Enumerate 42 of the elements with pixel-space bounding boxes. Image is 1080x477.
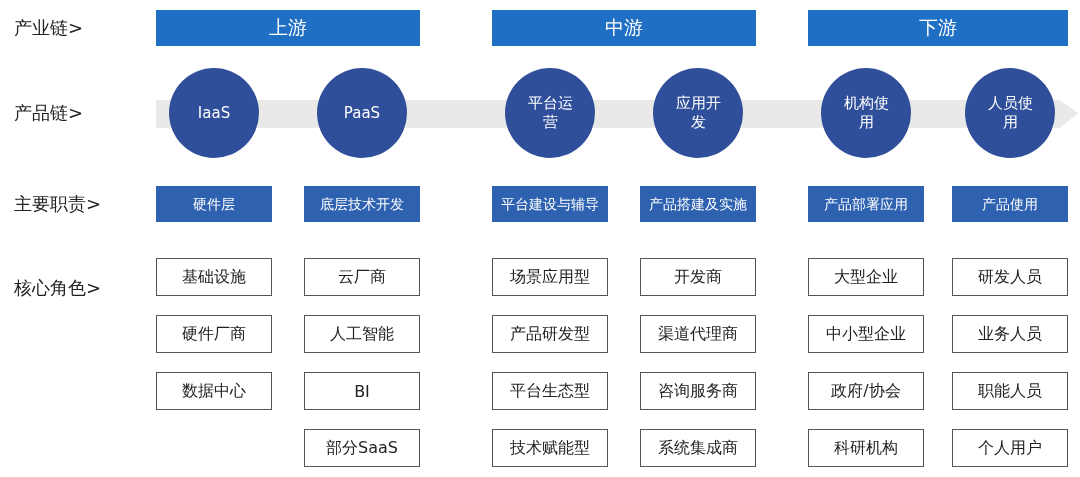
role-box: 研发人员: [952, 258, 1068, 296]
product-circle: PaaS: [317, 68, 407, 158]
stream-header-bar: 上游: [156, 10, 420, 46]
product-circle: IaaS: [169, 68, 259, 158]
row-label: 产业链>: [14, 16, 84, 40]
role-box: 平台生态型: [492, 372, 608, 410]
role-box: 开发商: [640, 258, 756, 296]
role-box: 职能人员: [952, 372, 1068, 410]
role-box: 基础设施: [156, 258, 272, 296]
role-box: 云厂商: [304, 258, 420, 296]
role-box: 场景应用型: [492, 258, 608, 296]
role-box: 政府/协会: [808, 372, 924, 410]
responsibility-box: 产品使用: [952, 186, 1068, 222]
product-circle: 应用开发: [653, 68, 743, 158]
responsibility-box: 底层技术开发: [304, 186, 420, 222]
role-box: 技术赋能型: [492, 429, 608, 467]
row-label: 产品链>: [14, 101, 84, 125]
responsibility-box: 平台建设与辅导: [492, 186, 608, 222]
role-box: 硬件厂商: [156, 315, 272, 353]
role-box: 系统集成商: [640, 429, 756, 467]
stream-header-bar: 中游: [492, 10, 756, 46]
role-box: 业务人员: [952, 315, 1068, 353]
role-box: 中小型企业: [808, 315, 924, 353]
product-circle: 人员使用: [965, 68, 1055, 158]
role-box: 大型企业: [808, 258, 924, 296]
role-box: 科研机构: [808, 429, 924, 467]
role-box: 渠道代理商: [640, 315, 756, 353]
product-circle: 机构使用: [821, 68, 911, 158]
role-box: 数据中心: [156, 372, 272, 410]
row-label: 主要职责>: [14, 192, 102, 216]
product-circle: 平台运营: [505, 68, 595, 158]
role-box: BI: [304, 372, 420, 410]
role-box: 咨询服务商: [640, 372, 756, 410]
role-box: 产品研发型: [492, 315, 608, 353]
role-box: 部分SaaS: [304, 429, 420, 467]
responsibility-box: 硬件层: [156, 186, 272, 222]
stream-header-bar: 下游: [808, 10, 1068, 46]
role-box: 个人用户: [952, 429, 1068, 467]
role-box: 人工智能: [304, 315, 420, 353]
responsibility-box: 产品部署应用: [808, 186, 924, 222]
row-label: 核心角色>: [14, 276, 102, 300]
responsibility-box: 产品搭建及实施: [640, 186, 756, 222]
